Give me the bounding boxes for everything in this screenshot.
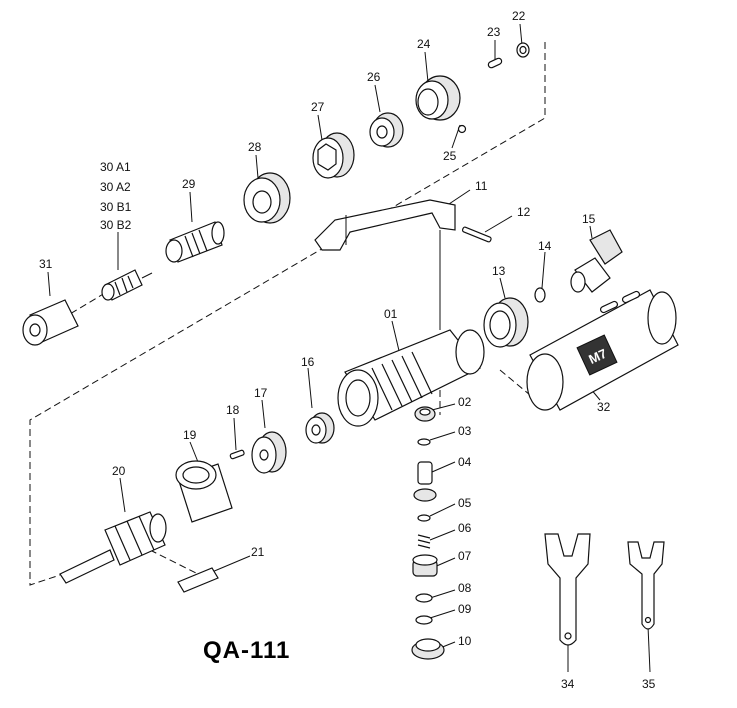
label-25: 25 xyxy=(443,149,457,163)
part-34-wrench xyxy=(544,533,591,646)
part-32-grip-sleeve: M7 xyxy=(526,289,679,411)
part-22-ring xyxy=(516,42,530,58)
label-14: 14 xyxy=(538,239,552,253)
part-10-regulator xyxy=(411,638,445,660)
label-29: 29 xyxy=(182,177,196,191)
part-21-rotor-blade xyxy=(177,567,219,593)
label-15: 15 xyxy=(582,212,596,226)
label-34: 34 xyxy=(561,677,575,691)
label-31: 31 xyxy=(39,257,53,271)
part-27-nut xyxy=(312,132,355,179)
label-21: 21 xyxy=(251,545,265,559)
label-35: 35 xyxy=(642,677,656,691)
brand-logo: M7 xyxy=(586,346,609,367)
part-24-end-cap xyxy=(415,75,461,121)
label-32: 32 xyxy=(597,400,611,414)
part-26-bearing xyxy=(369,112,404,148)
model-name: QA-111 xyxy=(203,637,290,664)
part-12-pin xyxy=(461,226,492,243)
part-labels: 22 23 24 25 26 27 28 29 30 A1 30 A2 30 B… xyxy=(39,9,656,691)
label-17: 17 xyxy=(254,386,268,400)
label-26: 26 xyxy=(367,70,381,84)
part-08-o-ring xyxy=(415,593,433,603)
label-04: 04 xyxy=(458,455,472,469)
part-17-end-plate xyxy=(251,431,287,474)
part-01-motor-housing xyxy=(337,329,485,427)
assembly-axis-lines xyxy=(29,42,546,586)
part-18-pin xyxy=(229,449,245,460)
part-03-o-ring xyxy=(417,438,431,446)
label-01: 01 xyxy=(384,307,398,321)
label-09: 09 xyxy=(458,602,472,616)
label-08: 08 xyxy=(458,581,472,595)
label-12: 12 xyxy=(517,205,531,219)
part-04-valve-stem xyxy=(413,461,437,502)
label-11: 11 xyxy=(475,179,488,193)
part-05-o-ring xyxy=(417,514,431,522)
leader-lines xyxy=(47,23,651,673)
part-19-cylinder xyxy=(175,460,233,523)
part-06-spring xyxy=(417,534,431,549)
part-29-spindle xyxy=(165,221,225,263)
part-13-needle-bearing xyxy=(483,297,529,348)
part-15-air-inlet xyxy=(570,229,623,293)
label-23: 23 xyxy=(487,25,501,39)
label-03: 03 xyxy=(458,424,472,438)
label-24: 24 xyxy=(417,37,431,51)
label-27: 27 xyxy=(311,100,325,114)
label-10: 10 xyxy=(458,634,472,648)
label-16: 16 xyxy=(301,355,315,369)
label-30-a1: 30 A1 xyxy=(100,160,131,174)
part-09-o-ring xyxy=(415,615,433,625)
part-31-collet-nut xyxy=(22,299,79,346)
label-07: 07 xyxy=(458,549,472,563)
part-07-valve-bushing xyxy=(412,554,438,577)
part-28-collar xyxy=(243,172,291,224)
label-30-b2: 30 B2 xyxy=(100,218,132,232)
label-06: 06 xyxy=(458,521,472,535)
part-16-bearing xyxy=(305,412,335,444)
label-13: 13 xyxy=(492,264,506,278)
part-25-ball xyxy=(457,124,467,134)
part-02-valve-seat xyxy=(414,406,436,422)
part-14-o-ring xyxy=(534,287,546,303)
label-30-b1: 30 B1 xyxy=(100,200,132,214)
part-23-pin xyxy=(487,57,503,69)
part-20-rotor xyxy=(59,511,167,584)
label-22: 22 xyxy=(512,9,526,23)
part-35-wrench xyxy=(627,541,665,630)
label-05: 05 xyxy=(458,496,472,510)
label-19: 19 xyxy=(183,428,197,442)
part-30-collet xyxy=(101,269,153,301)
label-20: 20 xyxy=(112,464,126,478)
label-02: 02 xyxy=(458,395,472,409)
label-30-a2: 30 A2 xyxy=(100,180,131,194)
label-18: 18 xyxy=(226,403,240,417)
part-11-throttle-lever xyxy=(314,199,456,251)
label-28: 28 xyxy=(248,140,262,154)
